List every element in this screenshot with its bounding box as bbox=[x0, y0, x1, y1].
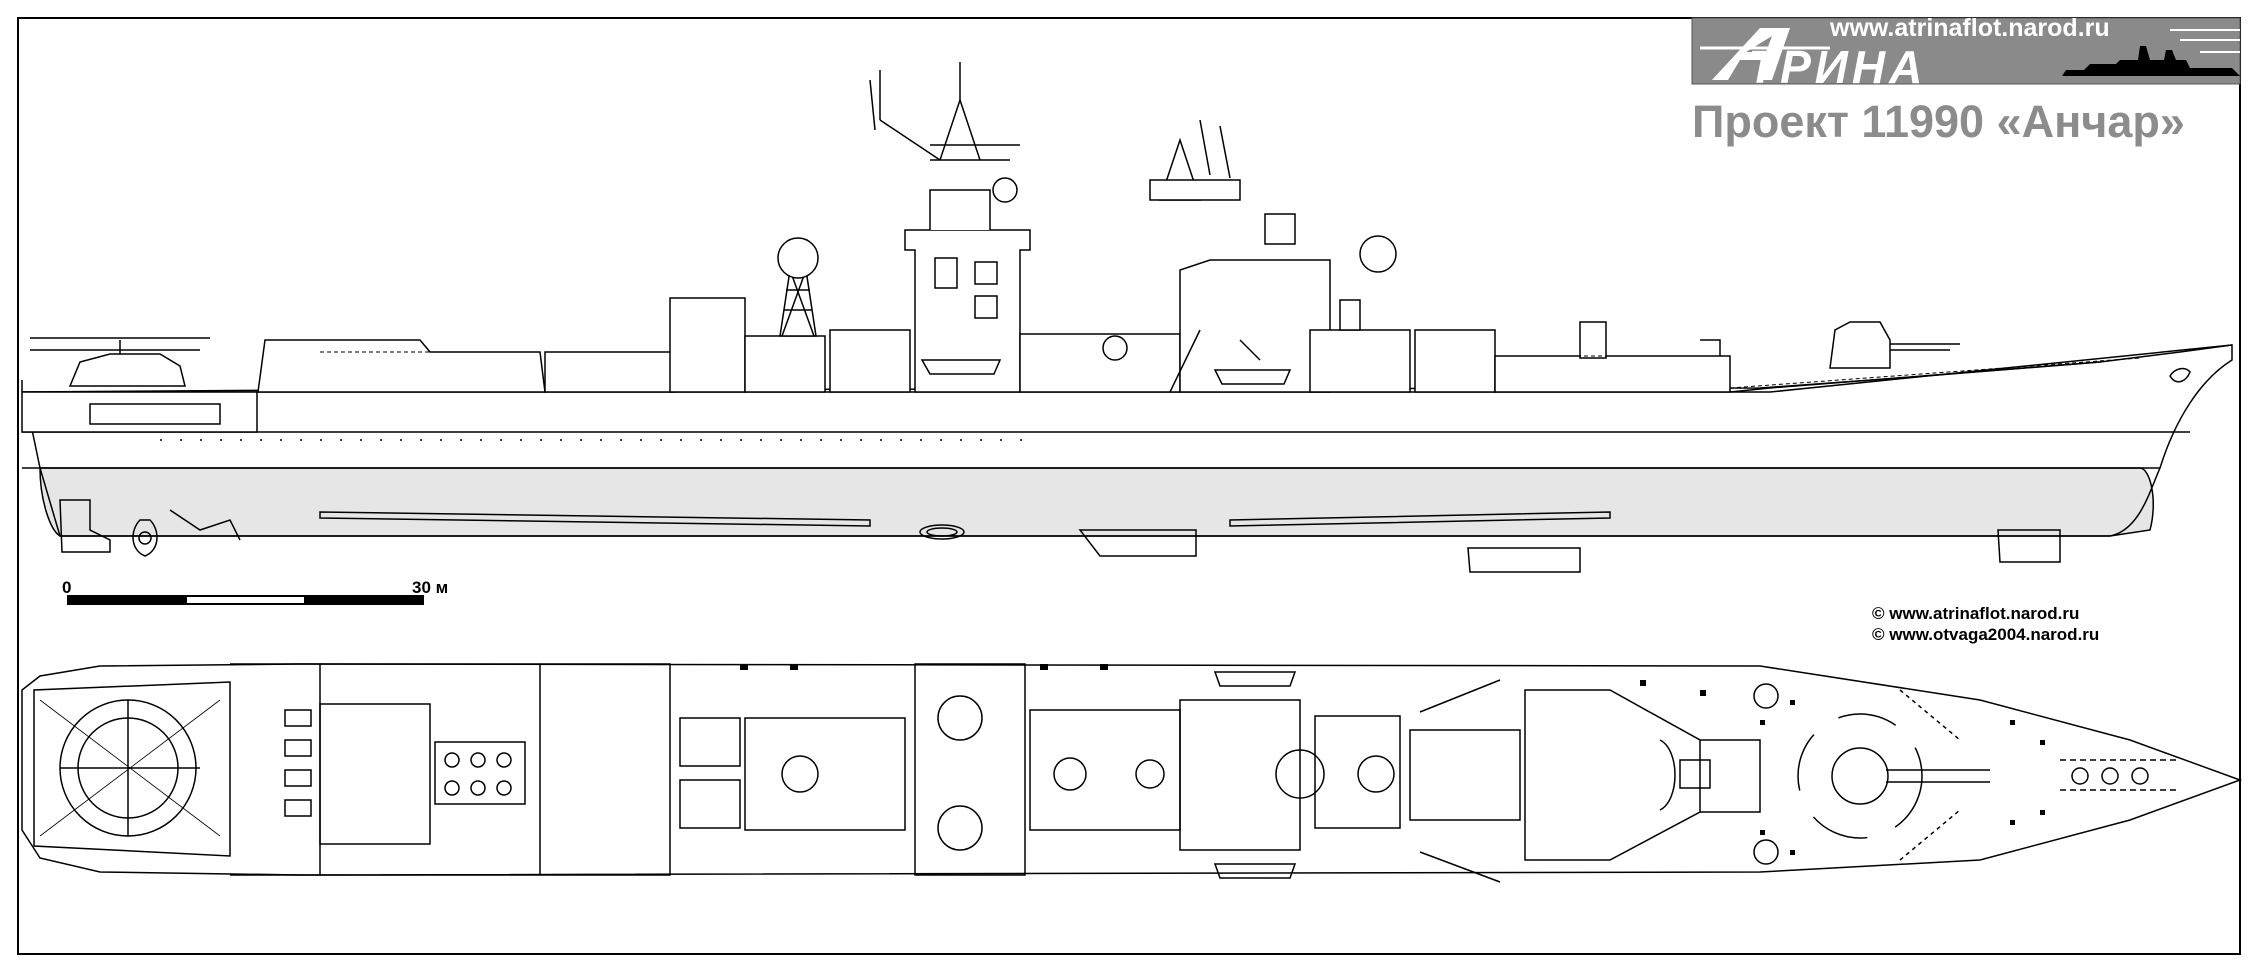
page-title: Проект 11990 «Анчар» bbox=[1692, 96, 2185, 147]
copyright-line: © www.otvaga2004.narod.ru bbox=[1872, 625, 2100, 644]
logo-wordmark: ТРИНА bbox=[1748, 41, 1927, 93]
helicopter bbox=[68, 353, 186, 387]
railings bbox=[320, 333, 2141, 393]
logo-block bbox=[1691, 17, 2241, 85]
deck-outline bbox=[21, 663, 2243, 876]
deck-fittings bbox=[740, 664, 2045, 855]
hull-outline bbox=[21, 344, 2233, 537]
scale-start-label: 0 bbox=[62, 578, 72, 597]
bow-gun-turret bbox=[1829, 321, 1891, 369]
warship-silhouette-icon bbox=[2062, 46, 2240, 76]
sheet-border bbox=[17, 17, 2241, 955]
scale-end-label: 30 м bbox=[412, 578, 449, 597]
side-profile bbox=[21, 344, 2233, 573]
logo-a-icon bbox=[1712, 28, 1790, 80]
lattice-mast-1 bbox=[779, 269, 817, 337]
logo-url: www.atrinaflot.narod.ru bbox=[1830, 14, 2110, 42]
bow-gun-plan bbox=[1831, 747, 1889, 805]
plan-view bbox=[21, 663, 2243, 883]
hull-lower bbox=[39, 467, 2154, 537]
copyright-line: © www.atrinaflot.narod.ru bbox=[1872, 604, 2080, 623]
scale-bar bbox=[67, 595, 424, 605]
